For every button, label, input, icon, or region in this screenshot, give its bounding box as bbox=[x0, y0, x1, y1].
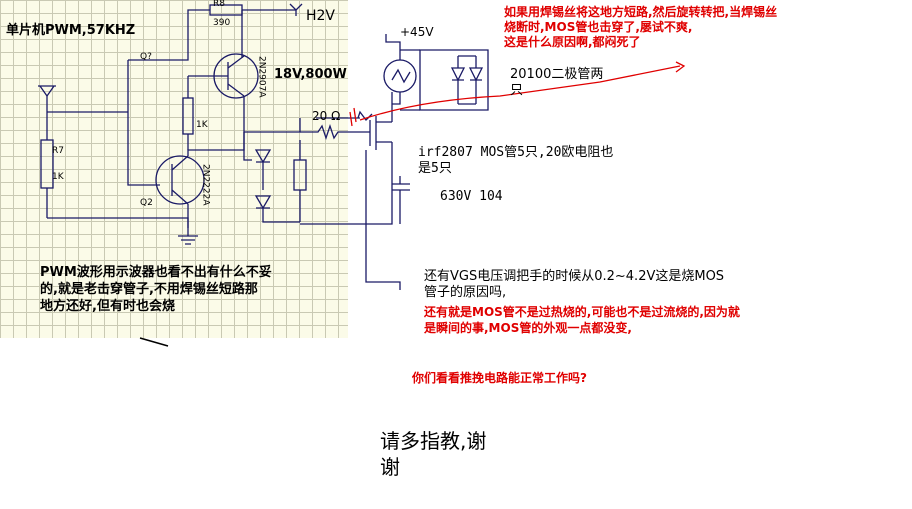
rmid-resistor bbox=[182, 97, 194, 135]
diode-1 bbox=[450, 67, 466, 82]
wire-q-base bbox=[127, 60, 160, 186]
q1-leads bbox=[227, 55, 245, 97]
r7-value: 1K bbox=[52, 172, 64, 182]
wire-r8-right bbox=[242, 9, 297, 16]
rmid-label: 1K bbox=[196, 120, 208, 130]
wire-zener-top bbox=[243, 132, 252, 161]
red-pointer-line bbox=[359, 65, 681, 121]
diode-2 bbox=[468, 67, 484, 82]
heat-note-line2: 是瞬间的事,MOS管的外观一点都没变, bbox=[424, 321, 632, 335]
wire-source bbox=[300, 160, 393, 225]
top-red-note-line2: 烧断时,MOS管也击穿了,屡试不爽, bbox=[504, 20, 693, 34]
q1-rating-label: 18V,800W bbox=[274, 67, 347, 82]
zener-2 bbox=[254, 195, 272, 210]
mos-note-line2: 是5只 bbox=[418, 161, 452, 176]
wire-output bbox=[244, 118, 301, 133]
q2-part-label: 2N2222A bbox=[200, 164, 211, 206]
diode-box bbox=[419, 49, 489, 111]
wire-to-r8 bbox=[128, 9, 210, 61]
thanks-line1: 请多指教,谢 bbox=[380, 429, 487, 453]
wire-push-pull-mid bbox=[187, 132, 245, 156]
red-pointer-arrow bbox=[675, 61, 686, 73]
vgs-note-line2: 管子的原因吗, bbox=[424, 285, 507, 300]
pwm-note-line1: PWM波形用示波器也看不出有什么不妥 bbox=[40, 265, 272, 280]
plus45v-label: +45V bbox=[400, 25, 434, 39]
top-red-note-line3: 这是什么原因啊,都闷死了 bbox=[504, 35, 641, 49]
wire-zener-bottom bbox=[262, 208, 300, 223]
pwm-note-line3: 地方还好,但有时也会烧 bbox=[40, 299, 175, 314]
vgs-note-line1: 还有VGS电压调把手的时候从0.2~4.2V这是烧MOS bbox=[424, 269, 725, 284]
cap-note: 630V 104 bbox=[440, 189, 503, 204]
top-red-note-line1: 如果用焊锡丝将这地方短路,然后旋转转把,当焊锡丝 bbox=[504, 5, 778, 19]
r7-label: R7 bbox=[52, 146, 64, 156]
q2-transistor-body bbox=[155, 155, 205, 205]
ground-symbol bbox=[178, 235, 198, 245]
zener-1 bbox=[254, 149, 272, 164]
q2-leads bbox=[171, 155, 189, 205]
gate-resistor bbox=[300, 123, 370, 141]
mosfet-symbol bbox=[369, 104, 393, 160]
r8-value: 390 bbox=[213, 18, 231, 28]
gate-pulldown-resistor bbox=[293, 159, 307, 191]
wire-motor-top bbox=[385, 34, 401, 60]
thanks-line2: 谢 bbox=[380, 455, 400, 479]
heat-note-line1: 还有就是MOS管不是过热烧的,可能也不是过流烧的,因为就 bbox=[424, 305, 740, 319]
h2v-arrow bbox=[289, 3, 303, 11]
q1-part-label: 2N2907A bbox=[256, 56, 267, 98]
mos-note-line1: irf2807 MOS管5只,20欧电阻也 bbox=[418, 145, 614, 160]
diode-note-line2: 只 bbox=[510, 83, 524, 98]
diode-note-line1: 20100二极管两 bbox=[510, 67, 604, 82]
gate-resistor-label: 20 Ω bbox=[312, 109, 341, 123]
push-pull-question: 你们看看推挽电路能正常工作吗? bbox=[412, 371, 587, 385]
r8-label: R8 bbox=[213, 0, 225, 9]
vgs-pointer bbox=[365, 150, 401, 290]
mcu-pwm-label: 单片机PWM,57KHZ bbox=[6, 23, 136, 38]
q-top-label: Q? bbox=[140, 52, 152, 62]
pwm-note-line2: 的,就是老击穿管子,不用焊锡丝短路那 bbox=[40, 282, 258, 297]
h2v-label: H2V bbox=[306, 8, 336, 24]
pwm-input-symbol bbox=[38, 85, 56, 112]
wire-bottom-rail bbox=[47, 217, 189, 228]
stray-stroke bbox=[139, 337, 169, 347]
capacitor-symbol bbox=[392, 176, 410, 224]
q2-label: Q2 bbox=[140, 198, 153, 208]
motor-symbol bbox=[383, 59, 417, 93]
